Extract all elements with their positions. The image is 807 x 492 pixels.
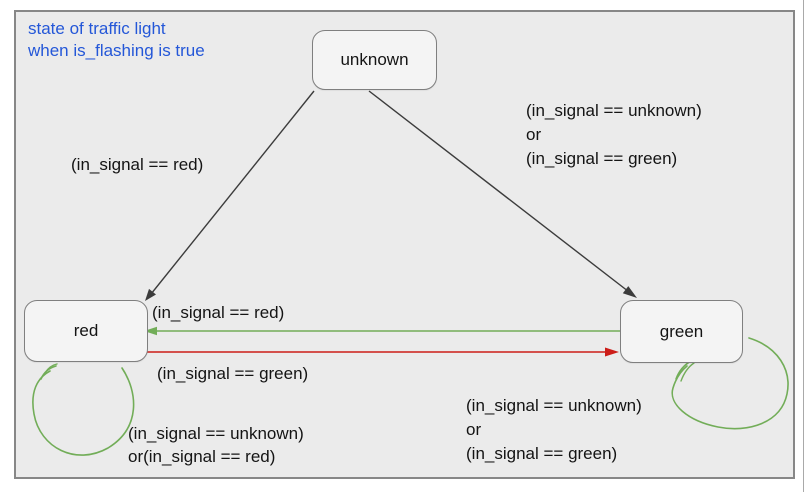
state-node-red[interactable]: red [24,300,148,362]
label-green-self-loop-line-2: or [466,420,482,439]
label-unknown-to-red: (in_signal == red) [71,155,204,174]
label-red-self-loop-line-2: or(in_signal == red) [128,447,276,466]
label-red-self-loop-line-1: (in_signal == unknown) [128,424,304,443]
label-unknown-to-green-line-1: (in_signal == unknown) [526,101,702,120]
state-label-unknown: unknown [340,50,409,69]
diagram-title-line-1: state of traffic light [28,19,166,38]
label-red-to-green: (in_signal == green) [157,364,309,383]
label-unknown-to-green-line-3: (in_signal == green) [526,149,678,168]
label-green-self-loop: (in_signal == unknown) or (in_signal == … [466,394,642,466]
state-label-green: green [659,321,704,341]
label-unknown-to-green: (in_signal == unknown) or (in_signal == … [526,99,702,171]
state-label-red: red [73,321,99,340]
state-node-unknown[interactable]: unknown [312,30,437,90]
window-edge-line [803,0,804,492]
label-green-to-red: (in_signal == red) [152,303,285,322]
label-green-self-loop-line-1: (in_signal == unknown) [466,396,642,415]
state-node-green[interactable]: green [620,300,743,363]
label-red-self-loop: (in_signal == unknown) or(in_signal == r… [128,422,304,468]
diagram-title: state of traffic light when is_flashing … [28,18,205,62]
label-unknown-to-green-line-2: or [526,125,542,144]
diagram-title-line-2: when is_flashing is true [28,41,205,60]
label-green-self-loop-line-3: (in_signal == green) [466,444,618,463]
